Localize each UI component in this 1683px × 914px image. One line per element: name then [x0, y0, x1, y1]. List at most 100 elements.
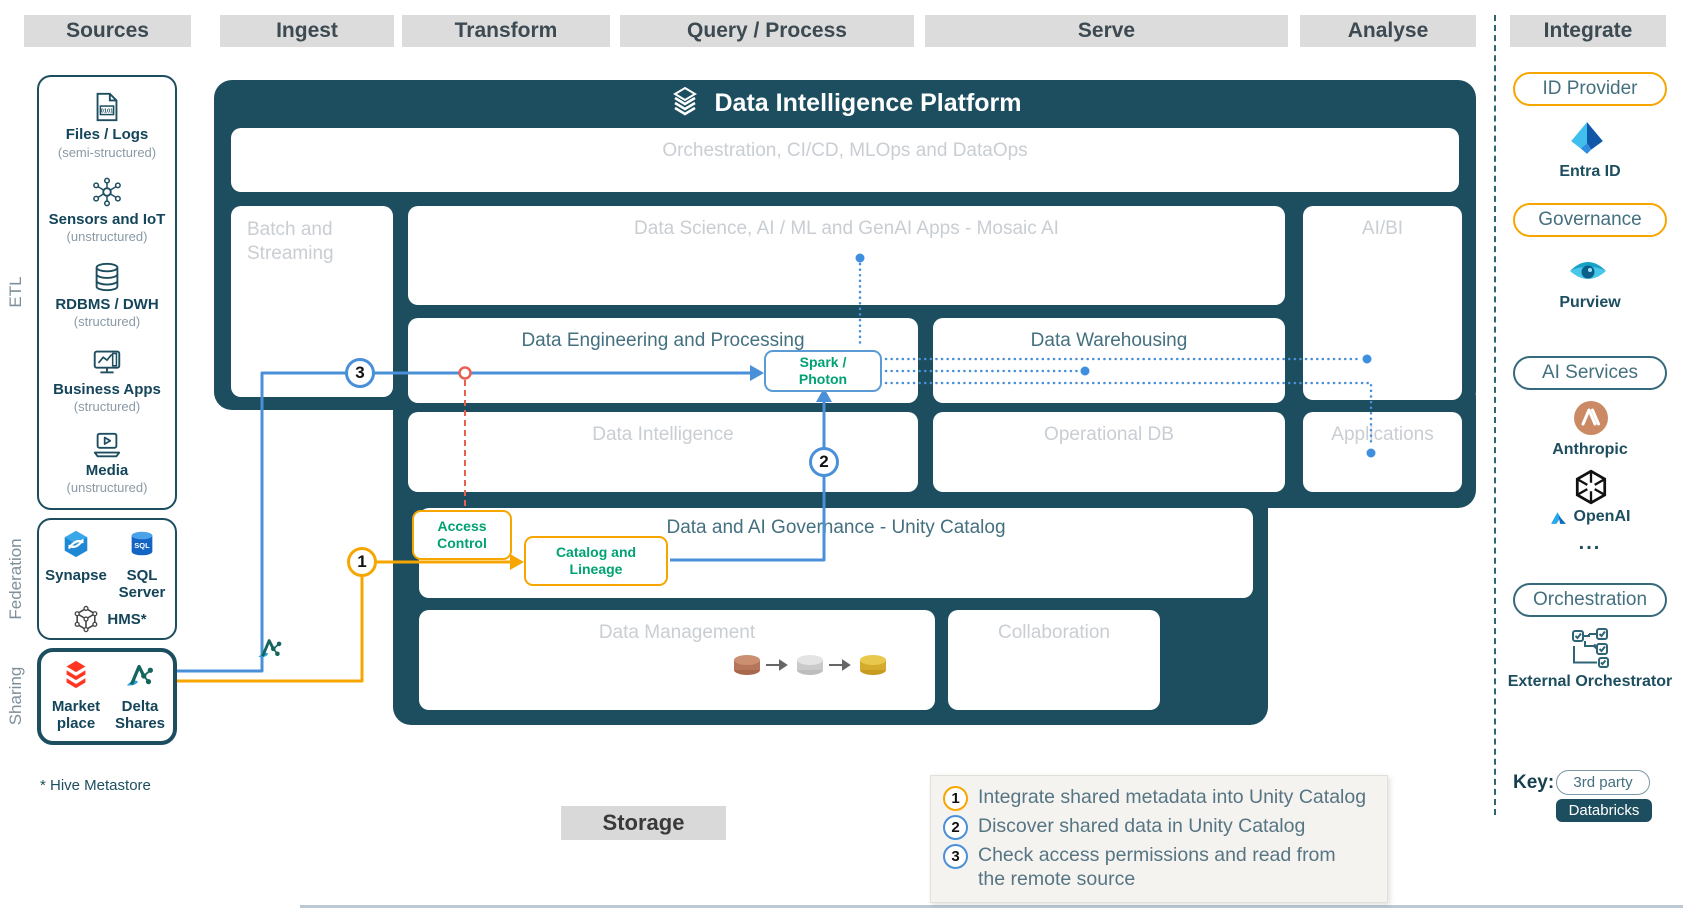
collaboration-box: Collaboration: [948, 610, 1160, 710]
source-label: Files / Logs: [65, 126, 149, 143]
bottom-divider: [300, 905, 1683, 908]
stage-chip-serve: Serve: [925, 15, 1288, 47]
file-code-icon: 0101: [96, 92, 118, 122]
delta-shares-icon: [126, 664, 153, 686]
sharing-panel: Market place Delta Shares: [37, 648, 177, 745]
federation-sql-server: SQL SQL Server: [111, 528, 173, 602]
source-sub: (structured): [73, 314, 141, 330]
operational-db-label: Operational DB: [1044, 424, 1174, 445]
sql-server-icon: SQL: [131, 531, 153, 556]
legend-step-1: 1 Integrate shared metadata into Unity C…: [943, 785, 1375, 811]
platform-header: Data Intelligence Platform: [214, 86, 1476, 120]
entra-id-icon: [1571, 122, 1603, 154]
source-business-apps: Business Apps (structured): [43, 345, 171, 415]
anthropic-label: Anthropic: [1552, 441, 1628, 458]
legend-step2-circle: 2: [943, 815, 968, 840]
applications-label: Applications: [1331, 424, 1434, 445]
purview-icon: [1570, 262, 1606, 279]
access-control-label: Access Control: [437, 518, 487, 551]
databricks-logo-icon: [673, 86, 698, 116]
hive-metastore-footnote: * Hive Metastore: [40, 777, 151, 794]
business-apps-icon: [93, 350, 121, 373]
stage-chip-query-process: Query / Process: [620, 15, 914, 47]
hms-icon: [74, 605, 98, 633]
federation-panel: Synapse SQL SQL Server HMS*: [37, 518, 177, 640]
source-label: Business Apps: [53, 380, 161, 398]
spark-photon-label: Spark / Photon: [798, 354, 848, 387]
purview-label: Purview: [1559, 294, 1621, 311]
stage-chip-sources: Sources: [24, 15, 191, 47]
hms-label: HMS*: [107, 611, 147, 629]
etl-vertical-label: ETL: [6, 276, 25, 308]
openai-icon: [1575, 469, 1607, 505]
annotation-legend: 1 Integrate shared metadata into Unity C…: [930, 775, 1388, 903]
orchestration-label: Orchestration, CI/CD, MLOps and DataOps: [662, 140, 1028, 161]
data-management-label: Data Management: [598, 622, 756, 643]
medallion-flow: [728, 650, 898, 685]
source-sub: (structured): [73, 399, 141, 415]
anthropic-icon: [1574, 401, 1608, 435]
source-sub: (semi-structured): [57, 144, 157, 160]
source-label: RDBMS / DWH: [55, 295, 159, 313]
key-databricks-pill: Databricks: [1556, 799, 1652, 822]
federation-hms: HMS*: [39, 604, 179, 634]
stage-chip-ingest: Ingest: [220, 15, 394, 47]
marketplace-label: Market place: [51, 698, 101, 733]
ai-services-group-chip: AI Services: [1513, 356, 1667, 390]
silver-cylinder-icon: [797, 655, 823, 675]
operational-db-box: Operational DB: [933, 412, 1285, 492]
data-intelligence-box: Data Intelligence: [408, 412, 918, 492]
stage-chip-integrate: Integrate: [1510, 15, 1666, 47]
unity-catalog-label: Data and AI Governance - Unity Catalog: [666, 517, 1006, 538]
sql-server-label: SQL Server: [118, 567, 166, 602]
entra-id-label: Entra ID: [1559, 163, 1621, 180]
catalog-lineage-box: Catalog and Lineage: [524, 536, 668, 586]
batch-streaming-label: Batch and Streaming: [247, 219, 334, 264]
delta-shares-label: Delta Shares: [114, 698, 166, 733]
stage-chip-analyse: Analyse: [1300, 15, 1476, 47]
platform-title: Data Intelligence Platform: [714, 88, 1022, 117]
data-science-label: Data Science, AI / ML and GenAI Apps - M…: [634, 218, 1059, 239]
data-engineering-label: Data Engineering and Processing: [521, 330, 805, 351]
database-icon: [95, 262, 119, 291]
source-sensors-iot: Sensors and IoT (unstructured): [43, 175, 171, 245]
iot-network-icon: [93, 177, 121, 207]
bronze-cylinder-icon: [734, 655, 760, 675]
source-files-logs: 0101 Files / Logs (semi-structured): [43, 90, 171, 160]
spark-photon-box: Spark / Photon: [764, 350, 882, 392]
source-sub: (unstructured): [66, 229, 148, 245]
sharing-delta-shares: Delta Shares: [109, 659, 171, 733]
stage-chip-transform: Transform: [402, 15, 610, 47]
source-sub: (unstructured): [66, 480, 148, 495]
legend-step2-text: Discover shared data in Unity Catalog: [978, 815, 1306, 837]
step2-circle: 2: [809, 447, 839, 477]
delta-sharing-mini-icon: [258, 639, 282, 658]
ai-bi-label: AI/BI: [1361, 218, 1404, 239]
external-orchestrator-icon: [1572, 628, 1609, 668]
data-warehousing-box: Data Warehousing: [933, 318, 1285, 403]
legend-step1-circle: 1: [943, 786, 968, 811]
key-label: Key:: [1513, 772, 1555, 793]
source-rdbms-dwh: RDBMS / DWH (structured): [43, 260, 171, 330]
federation-vertical-label: Federation: [6, 538, 25, 620]
step3-circle: 3: [345, 358, 375, 388]
governance-group-chip: Governance: [1513, 203, 1667, 237]
sharing-vertical-label: Sharing: [6, 666, 25, 726]
source-media: Media (unstructured): [43, 430, 171, 495]
orchestration-group-chip: Orchestration: [1513, 583, 1667, 617]
catalog-lineage-label: Catalog and Lineage: [555, 544, 637, 577]
azure-icon: [1550, 511, 1566, 524]
access-control-box: Access Control: [412, 510, 512, 560]
step1-circle: 1: [347, 547, 377, 577]
collaboration-label: Collaboration: [998, 622, 1110, 643]
id-provider-group-chip: ID Provider: [1513, 72, 1667, 106]
legend-step1-text: Integrate shared metadata into Unity Cat…: [978, 786, 1367, 808]
legend-step3-circle: 3: [943, 844, 968, 869]
source-label: Sensors and IoT: [48, 210, 166, 228]
openai-label: OpenAI: [1573, 508, 1631, 525]
databricks-marketplace-icon: [66, 660, 86, 689]
data-warehousing-label: Data Warehousing: [1030, 330, 1188, 351]
orchestration-box: Orchestration, CI/CD, MLOps and DataOps: [231, 128, 1459, 192]
applications-box: Applications: [1303, 412, 1462, 492]
external-orchestrator-label: External Orchestrator: [1507, 673, 1673, 690]
